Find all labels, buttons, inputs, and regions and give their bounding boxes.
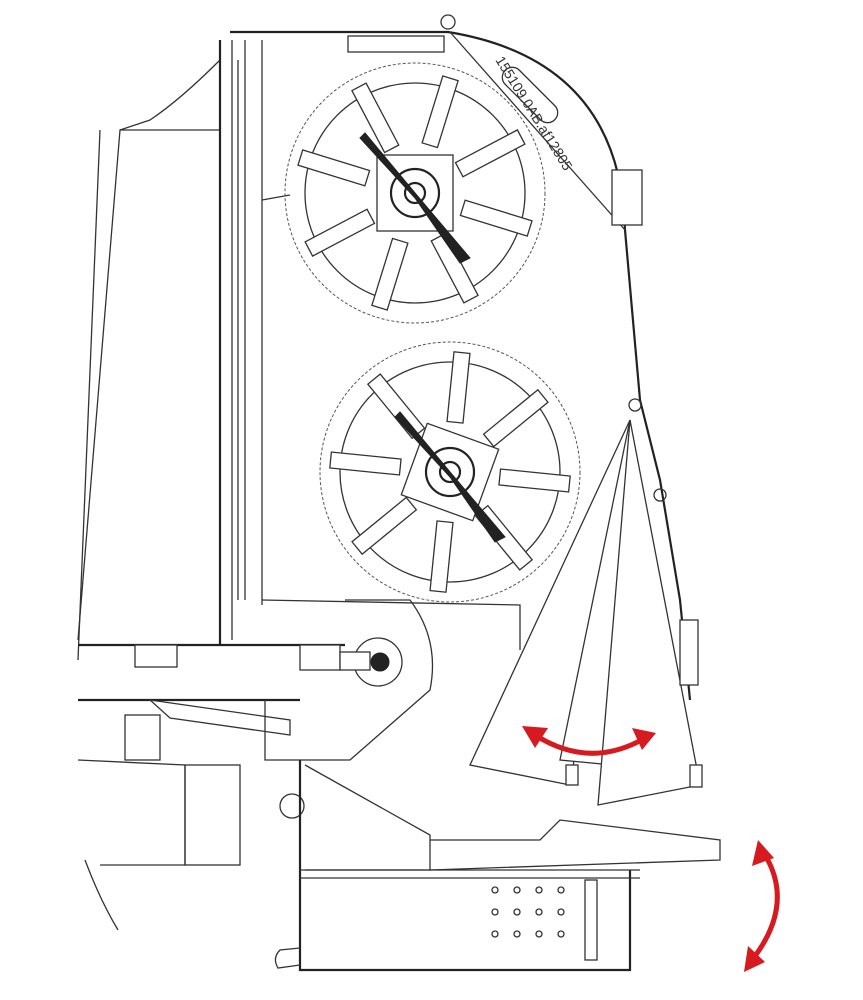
left-body (77, 40, 263, 661)
bolt-hole (513, 886, 521, 894)
rotor-blade (459, 199, 533, 237)
lower-rotor (319, 341, 581, 603)
base-frame (77, 599, 721, 972)
side-latch (611, 169, 643, 226)
rotor-rim (284, 62, 546, 324)
rotor-blade (366, 373, 426, 440)
rotor-blade (351, 496, 418, 556)
bolt-hole (535, 886, 543, 894)
bolt-hole (491, 886, 499, 894)
hub (424, 446, 476, 498)
rotor-blade (304, 208, 376, 257)
rotor-blade (454, 129, 526, 178)
rotor-blade (429, 520, 454, 593)
bolt-hole (513, 930, 521, 938)
rotor-blade (498, 468, 571, 493)
deflector-assembly[interactable] (469, 398, 703, 806)
bolt-hole (557, 908, 565, 916)
top-plate (347, 35, 445, 53)
bolt-hole (535, 908, 543, 916)
rotor-blade (371, 237, 409, 311)
knife-blade (359, 132, 471, 264)
bolt-hole (535, 930, 543, 938)
bolt-hole (557, 886, 565, 894)
tailboard-tilt-arrow (744, 840, 780, 972)
bolt-hole (491, 930, 499, 938)
bolt-hole (557, 930, 565, 938)
lifting-eye (440, 14, 456, 30)
rotor-blade (297, 149, 371, 187)
handle-slot (501, 66, 559, 124)
rotor-blade (421, 75, 459, 149)
pivot-pin (628, 398, 642, 412)
bolt-holes (491, 886, 565, 938)
rotor-blade (482, 388, 549, 448)
deflector-right (597, 419, 701, 806)
upper-rotor (284, 62, 546, 324)
hub (389, 167, 441, 219)
knife-blade (394, 411, 506, 543)
rotor-rim (319, 341, 581, 603)
rotor-blade (430, 232, 479, 304)
rotor-blade (329, 451, 402, 476)
bolt-hole (513, 908, 521, 916)
rotor-blade (446, 351, 471, 424)
rotors (284, 62, 581, 603)
deflector-swing-arrow (522, 726, 656, 756)
rotor-blade (351, 82, 400, 154)
bolt-hole (491, 908, 499, 916)
